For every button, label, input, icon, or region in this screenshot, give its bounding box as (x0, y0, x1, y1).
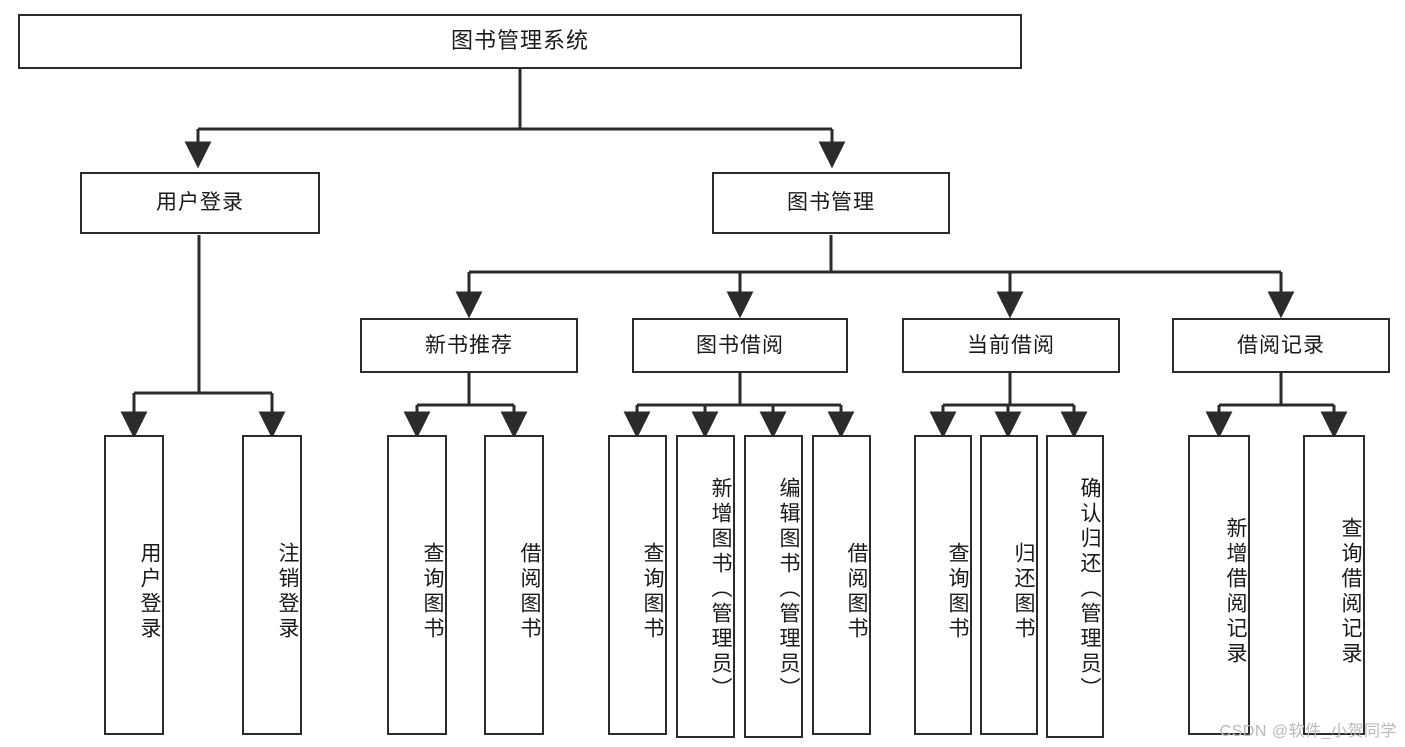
node-leaf-edit-book-label: 编辑图书（管理员） (777, 477, 800, 702)
node-leaf-query-book-3-label: 查询图书 (946, 542, 969, 642)
edges-book-borrow-to-leaves (623, 373, 855, 439)
node-leaf-add-book[interactable]: 新增图书（管理员） (676, 435, 735, 738)
node-leaf-add-record-label: 新增借阅记录 (1224, 517, 1247, 667)
node-user-login[interactable]: 用户登录 (80, 172, 320, 234)
node-leaf-borrow-book-1[interactable]: 借阅图书 (484, 435, 544, 735)
node-leaf-user-login[interactable]: 用户登录 (104, 435, 164, 735)
node-leaf-query-book-1-label: 查询图书 (421, 542, 444, 642)
node-leaf-borrow-book-1-label: 借阅图书 (518, 542, 541, 642)
node-leaf-query-record-label: 查询借阅记录 (1339, 517, 1362, 667)
node-book-borrow[interactable]: 图书借阅 (632, 318, 848, 373)
node-leaf-query-record[interactable]: 查询借阅记录 (1303, 435, 1365, 735)
node-leaf-query-book-2-label: 查询图书 (641, 542, 664, 642)
edges-root-to-level1 (184, 69, 846, 169)
node-book-manage-label: 图书管理 (787, 191, 875, 215)
node-leaf-query-book-1[interactable]: 查询图书 (387, 435, 447, 735)
node-leaf-borrow-book-2-label: 借阅图书 (845, 542, 868, 642)
node-new-book-recommend-label: 新书推荐 (425, 333, 513, 357)
node-borrow-record[interactable]: 借阅记录 (1172, 318, 1390, 373)
node-leaf-borrow-book-2[interactable]: 借阅图书 (812, 435, 871, 735)
node-root-label: 图书管理系统 (450, 28, 589, 54)
node-leaf-edit-book[interactable]: 编辑图书（管理员） (744, 435, 803, 738)
node-leaf-query-book-2[interactable]: 查询图书 (608, 435, 667, 735)
edges-borrow-record-to-leaves (1205, 373, 1348, 439)
node-leaf-logout-label: 注销登录 (276, 542, 299, 642)
node-book-manage[interactable]: 图书管理 (712, 172, 950, 234)
node-leaf-confirm-return[interactable]: 确认归还（管理员） (1046, 435, 1104, 738)
node-leaf-user-login-label: 用户登录 (138, 542, 161, 642)
node-root[interactable]: 图书管理系统 (18, 14, 1022, 69)
node-leaf-confirm-return-label: 确认归还（管理员） (1078, 477, 1101, 702)
edges-user-login-to-leaves (120, 235, 286, 439)
node-book-borrow-label: 图书借阅 (696, 333, 784, 357)
node-current-borrow[interactable]: 当前借阅 (902, 318, 1120, 373)
watermark-text: CSDN @软件_小贺同学 (1219, 723, 1397, 740)
node-current-borrow-label: 当前借阅 (967, 333, 1055, 357)
node-leaf-add-book-label: 新增图书（管理员） (709, 477, 732, 702)
node-leaf-return-book[interactable]: 归还图书 (980, 435, 1038, 735)
edges-book-manage-to-level2 (455, 235, 1295, 319)
edges-current-borrow-to-leaves (929, 373, 1088, 439)
node-leaf-query-book-3[interactable]: 查询图书 (914, 435, 972, 735)
node-borrow-record-label: 借阅记录 (1237, 333, 1325, 357)
node-leaf-return-book-label: 归还图书 (1012, 542, 1035, 642)
node-user-login-label: 用户登录 (156, 191, 244, 215)
node-new-book-recommend[interactable]: 新书推荐 (360, 318, 578, 373)
edges-new-book-recommend-to-leaves (403, 373, 528, 439)
node-leaf-logout[interactable]: 注销登录 (242, 435, 302, 735)
node-leaf-add-record[interactable]: 新增借阅记录 (1188, 435, 1250, 735)
